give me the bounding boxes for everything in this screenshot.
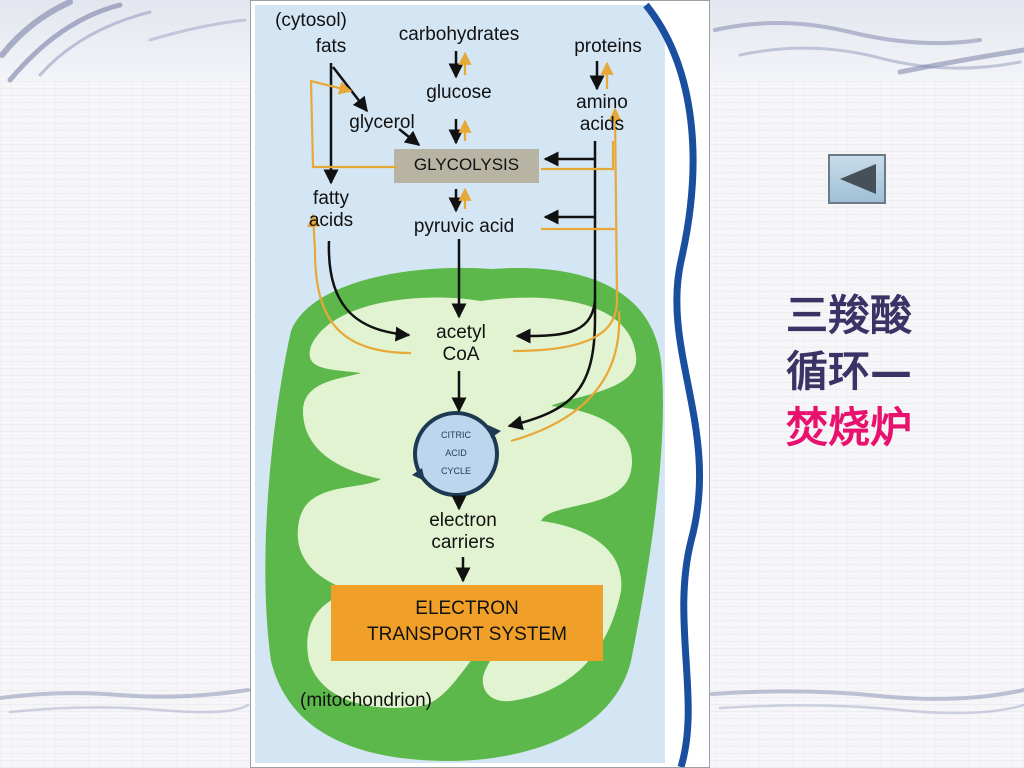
label-cytosol: (cytosol)	[275, 10, 347, 31]
label-carriers: carriers	[431, 532, 495, 553]
citric-acid-cycle-circle	[413, 411, 499, 497]
label-coa: CoA	[442, 344, 480, 365]
label-cycle: CYCLE	[440, 466, 471, 476]
label-electron: electron	[429, 510, 497, 531]
label-fatty: fatty	[313, 188, 349, 209]
back-button[interactable]	[828, 154, 886, 204]
label-amino-acids: acids	[579, 114, 625, 135]
label-ets-line2: TRANSPORT SYSTEM	[367, 624, 567, 645]
label-glucose: glucose	[426, 82, 492, 103]
label-fats: fats	[315, 36, 347, 57]
slide-caption: 三羧酸 循环— 焚烧炉	[786, 288, 986, 456]
label-pyruvic-acid: pyruvic acid	[413, 216, 515, 237]
caption-line-2: 循环—	[786, 347, 913, 396]
label-amino: amino	[576, 92, 628, 113]
label-carbohydrates: carbohydrates	[398, 24, 520, 45]
ets-box	[331, 585, 603, 661]
caption-line-1: 三羧酸	[786, 291, 913, 340]
caption-line-3: 焚烧炉	[786, 403, 913, 452]
glycolysis-box	[394, 149, 539, 183]
label-glycolysis: GLYCOLYSIS	[413, 155, 520, 174]
label-fatty-acids: acids	[308, 210, 354, 231]
label-mitochondrion: (mitochondrion)	[300, 690, 432, 711]
metabolism-diagram	[255, 2, 709, 767]
label-glycerol: glycerol	[349, 112, 415, 133]
triangle-left-icon	[840, 164, 876, 194]
label-proteins: proteins	[574, 36, 642, 57]
label-ets-line1: ELECTRON	[415, 598, 519, 619]
label-acid: ACID	[445, 448, 467, 458]
label-citric: CITRIC	[441, 430, 471, 440]
label-acetyl: acetyl	[436, 322, 486, 343]
metabolism-diagram-frame: (cytosol) fats carbohydrates proteins gl…	[250, 0, 710, 768]
